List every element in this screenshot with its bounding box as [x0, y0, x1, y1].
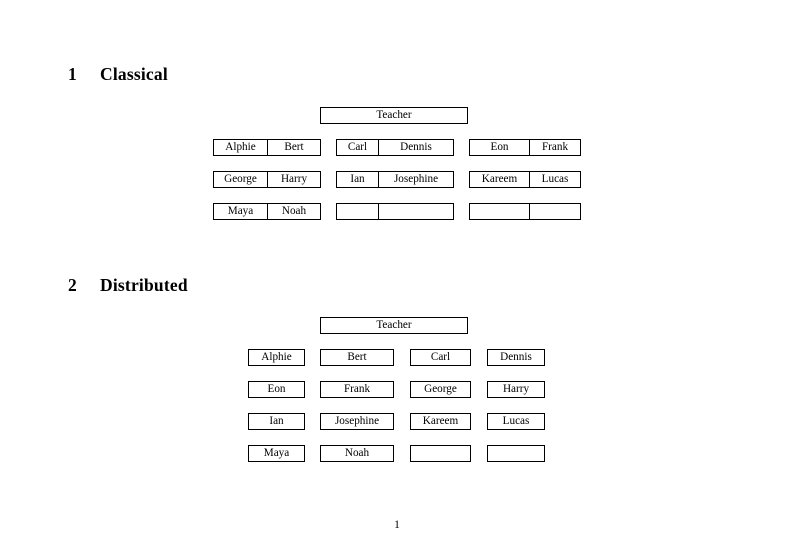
student-box: Ian [248, 413, 305, 430]
table-cell: Kareem [469, 171, 529, 188]
student-box: Carl [410, 349, 471, 366]
table-row: Kareem Lucas [469, 171, 581, 188]
teacher-box-classical: Teacher [320, 107, 468, 124]
table-cell-empty [529, 203, 581, 220]
table-row: Alphie Bert [213, 139, 321, 156]
table-cell-empty [469, 203, 529, 220]
box-row: Maya Noah [0, 445, 794, 462]
table-cell: Alphie [213, 139, 267, 156]
distributed-student-grid: Alphie Bert Carl Dennis Eon Frank George… [0, 349, 794, 469]
table-row: Carl Dennis [336, 139, 454, 156]
table-cell: George [213, 171, 267, 188]
section-title: Classical [100, 64, 168, 84]
table-row [469, 203, 581, 220]
table-cell-empty [378, 203, 454, 220]
table-cell: Harry [267, 171, 321, 188]
section-heading-distributed: 2 Distributed [68, 275, 188, 296]
section-title: Distributed [100, 275, 188, 295]
table-row [336, 203, 454, 220]
student-box: Frank [320, 381, 394, 398]
table-cell: Dennis [378, 139, 454, 156]
table-cell: Bert [267, 139, 321, 156]
table-cell-empty [336, 203, 378, 220]
student-box: Dennis [487, 349, 545, 366]
student-box-empty [487, 445, 545, 462]
table-cell: Ian [336, 171, 378, 188]
teacher-box-distributed: Teacher [320, 317, 468, 334]
student-box: Noah [320, 445, 394, 462]
student-box: Maya [248, 445, 305, 462]
student-box: Lucas [487, 413, 545, 430]
page-number: 1 [394, 519, 400, 531]
table-row: Eon Frank [469, 139, 581, 156]
table-cell: Maya [213, 203, 267, 220]
table-cell: Frank [529, 139, 581, 156]
box-row: Alphie Bert Carl Dennis [0, 349, 794, 366]
student-box: Josephine [320, 413, 394, 430]
student-box-empty [410, 445, 471, 462]
student-box: Alphie [248, 349, 305, 366]
box-row: Ian Josephine Kareem Lucas [0, 413, 794, 430]
table-row: Ian Josephine [336, 171, 454, 188]
classical-student-grid: Alphie Bert George Harry Maya Noah Carl … [0, 139, 794, 223]
section-number: 1 [68, 64, 77, 84]
box-row: Eon Frank George Harry [0, 381, 794, 398]
student-box: Bert [320, 349, 394, 366]
table-cell: Lucas [529, 171, 581, 188]
section-heading-classical: 1 Classical [68, 64, 168, 85]
table-row: George Harry [213, 171, 321, 188]
student-box: George [410, 381, 471, 398]
table-cell: Noah [267, 203, 321, 220]
table-row: Maya Noah [213, 203, 321, 220]
table-cell: Eon [469, 139, 529, 156]
table-cell: Carl [336, 139, 378, 156]
student-box: Eon [248, 381, 305, 398]
table-cell: Josephine [378, 171, 454, 188]
section-number: 2 [68, 275, 77, 295]
student-box: Harry [487, 381, 545, 398]
student-box: Kareem [410, 413, 471, 430]
